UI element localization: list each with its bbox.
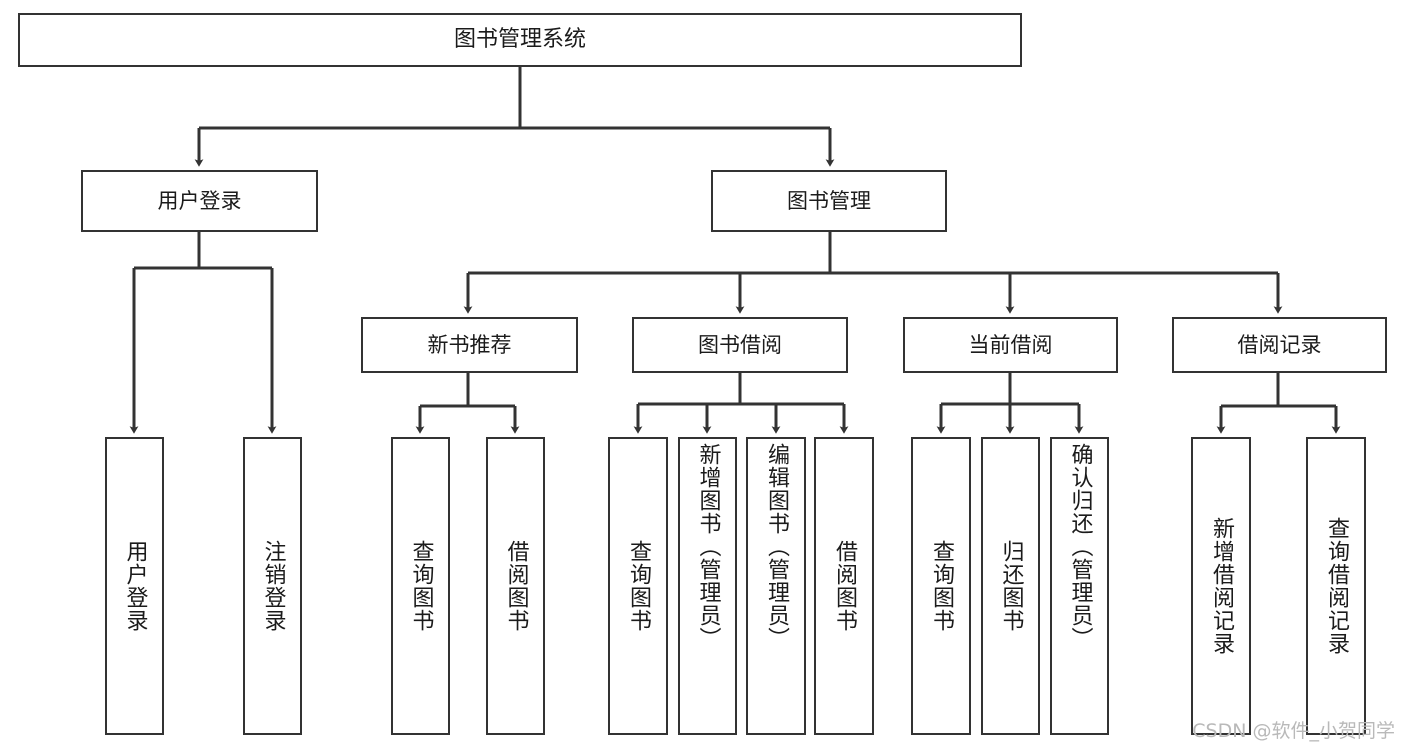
node-leaf-borrow-book-1[interactable]: 借阅图书 xyxy=(486,437,545,735)
node-root-label: 图书管理系统 xyxy=(453,27,586,53)
node-book-borrow[interactable]: 图书借阅 xyxy=(632,317,848,373)
node-leaf-query-book-1-label: 查询图书 xyxy=(408,540,434,632)
node-leaf-edit-book[interactable]: 编辑图书（管理员） xyxy=(746,437,806,735)
node-leaf-confirm-return-label: 确认归还（管理员） xyxy=(1067,443,1093,650)
node-user-login[interactable]: 用户登录 xyxy=(81,170,318,232)
node-leaf-query-book-2-label: 查询图书 xyxy=(626,540,651,632)
node-root[interactable]: 图书管理系统 xyxy=(18,13,1022,67)
watermark-text: CSDN @软件_小贺同学 xyxy=(1192,720,1395,742)
node-leaf-query-book-3[interactable]: 查询图书 xyxy=(911,437,971,735)
node-borrow-record[interactable]: 借阅记录 xyxy=(1172,317,1387,373)
node-leaf-query-book-2[interactable]: 查询图书 xyxy=(608,437,668,735)
node-leaf-borrow-book-1-label: 借阅图书 xyxy=(503,540,529,632)
node-leaf-return-book-label: 归还图书 xyxy=(998,540,1024,632)
node-user-login-label: 用户登录 xyxy=(157,188,242,213)
node-current-borrow[interactable]: 当前借阅 xyxy=(903,317,1118,373)
node-book-manage-label: 图书管理 xyxy=(787,188,871,213)
node-leaf-query-book-1[interactable]: 查询图书 xyxy=(391,437,450,735)
node-current-borrow-label: 当前借阅 xyxy=(968,332,1053,357)
node-leaf-edit-book-label: 编辑图书（管理员） xyxy=(764,443,789,650)
node-leaf-query-record[interactable]: 查询借阅记录 xyxy=(1306,437,1366,735)
node-leaf-logout-login[interactable]: 注销登录 xyxy=(243,437,302,735)
node-leaf-add-record[interactable]: 新增借阅记录 xyxy=(1191,437,1251,735)
node-leaf-return-book[interactable]: 归还图书 xyxy=(981,437,1040,735)
node-leaf-user-login[interactable]: 用户登录 xyxy=(105,437,164,735)
node-leaf-add-book[interactable]: 新增图书（管理员） xyxy=(678,437,737,735)
node-leaf-add-book-label: 新增图书（管理员） xyxy=(695,443,721,650)
node-borrow-record-label: 借阅记录 xyxy=(1237,332,1322,357)
node-book-manage[interactable]: 图书管理 xyxy=(711,170,947,232)
node-leaf-user-login-label: 用户登录 xyxy=(122,540,148,632)
node-new-book-recommend[interactable]: 新书推荐 xyxy=(361,317,578,373)
node-leaf-borrow-book-2[interactable]: 借阅图书 xyxy=(814,437,874,735)
node-leaf-confirm-return[interactable]: 确认归还（管理员） xyxy=(1050,437,1109,735)
node-leaf-query-book-3-label: 查询图书 xyxy=(929,540,954,632)
node-leaf-add-record-label: 新增借阅记录 xyxy=(1209,517,1234,655)
node-book-borrow-label: 图书借阅 xyxy=(698,332,782,357)
node-leaf-logout-login-label: 注销登录 xyxy=(260,540,286,632)
node-leaf-query-record-label: 查询借阅记录 xyxy=(1324,517,1349,655)
node-leaf-borrow-book-2-label: 借阅图书 xyxy=(832,540,857,632)
node-new-book-recommend-label: 新书推荐 xyxy=(427,332,512,357)
